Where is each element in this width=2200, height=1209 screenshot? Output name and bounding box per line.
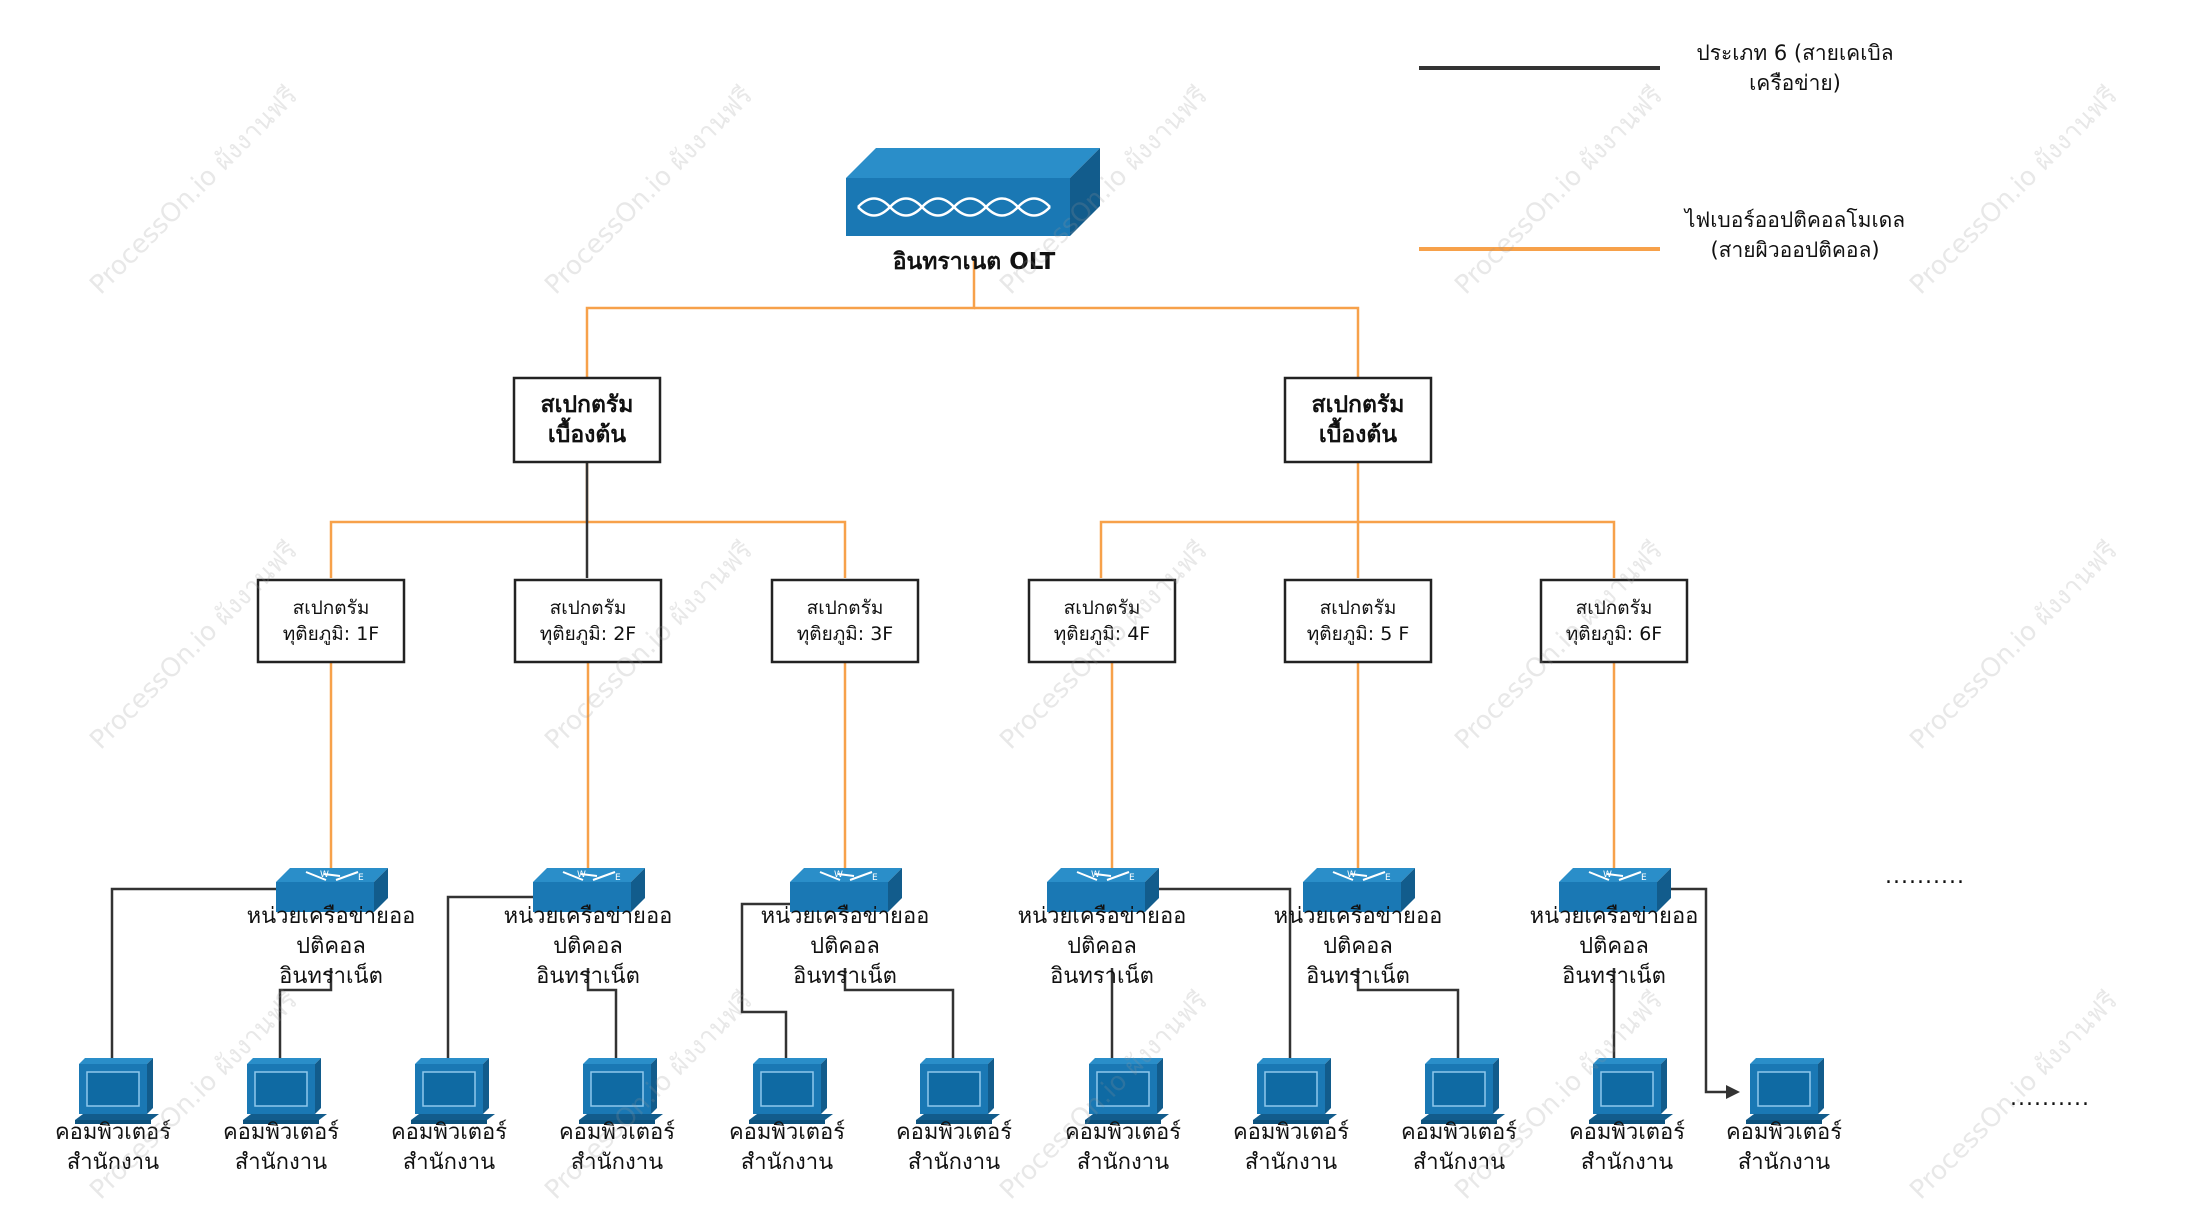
- onu-label-line1: หน่วยเครือข่ายออ: [760, 904, 930, 929]
- onu-label-5: หน่วยเครือข่ายออ ปติคอล อินทราเน็ต: [1248, 902, 1468, 992]
- legend-cable-label: ประเภท 6 (สายเคเบิลเครือข่าย): [1696, 41, 1894, 95]
- computer-label-line2: สำนักงาน: [907, 1150, 1001, 1175]
- onu-label-4: หน่วยเครือข่ายออ ปติคอล อินทราเน็ต: [992, 902, 1212, 992]
- arrow-head: [1726, 1085, 1740, 1099]
- onu-label-line2: ปติคอล: [810, 934, 880, 959]
- onu-label-line3: อินทราเน็ต: [793, 964, 897, 989]
- computer-label-4: คอมพิวเตอร์สำนักงาน: [542, 1118, 692, 1178]
- computer-label-line2: สำนักงาน: [234, 1150, 328, 1175]
- onu-label-line1: หน่วยเครือข่ายออ: [1017, 904, 1187, 929]
- onu-label-6: หน่วยเครือข่ายออ ปติคอล อินทราเน็ต: [1504, 902, 1724, 992]
- computer-label-5: คอมพิวเตอร์สำนักงาน: [712, 1118, 862, 1178]
- computer-label-line2: สำนักงาน: [1412, 1150, 1506, 1175]
- computer-label-1: คอมพิวเตอร์สำนักงาน: [38, 1118, 188, 1178]
- onu-label-line1: หน่วยเครือข่ายออ: [503, 904, 673, 929]
- computer-label-line1: คอมพิวเตอร์: [1232, 1120, 1350, 1145]
- computer-label-line1: คอมพิวเตอร์: [390, 1120, 508, 1145]
- computer-label-line1: คอมพิวเตอร์: [1064, 1120, 1182, 1145]
- computer-label-line1: คอมพิวเตอร์: [895, 1120, 1013, 1145]
- computer-label-line2: สำนักงาน: [740, 1150, 834, 1175]
- computer-label-line1: คอมพิวเตอร์: [1400, 1120, 1518, 1145]
- olt-label: อินทราเนต OLT: [892, 249, 1056, 275]
- computer-label-9: คอมพิวเตอร์สำนักงาน: [1384, 1118, 1534, 1178]
- computer-label-2: คอมพิวเตอร์สำนักงาน: [206, 1118, 356, 1178]
- computer-label-line2: สำนักงาน: [570, 1150, 664, 1175]
- computer-label-8: คอมพิวเตอร์สำนักงาน: [1216, 1118, 1366, 1178]
- onu-label-line3: อินทราเน็ต: [536, 964, 640, 989]
- olt-device: [846, 148, 1100, 236]
- onu-label-line1: หน่วยเครือข่ายออ: [1529, 904, 1699, 929]
- secondary-splitter-boxes: [256, 578, 1689, 664]
- computer-label-7: คอมพิวเตอร์สำนักงาน: [1048, 1118, 1198, 1178]
- onu-label-line2: ปติคอล: [1067, 934, 1137, 959]
- computer-label-line2: สำนักงาน: [1580, 1150, 1674, 1175]
- primary-splitter-box-2: [1283, 376, 1433, 464]
- onu-label-line1: หน่วยเครือข่ายออ: [246, 904, 416, 929]
- onu-label-line2: ปติคอล: [296, 934, 366, 959]
- computer-label-line2: สำนักงาน: [402, 1150, 496, 1175]
- computer-label-6: คอมพิวเตอร์สำนักงาน: [879, 1118, 1029, 1178]
- onu-label-2: หน่วยเครือข่ายออ ปติคอล อินทราเน็ต: [478, 902, 698, 992]
- computer-label-line1: คอมพิวเตอร์: [558, 1120, 676, 1145]
- onu-label-line2: ปติคอล: [1323, 934, 1393, 959]
- primary-splitter-box-1: [512, 376, 662, 464]
- ellipsis-lower: ..........: [2010, 1086, 2090, 1111]
- onu-label-line2: ปติคอล: [1579, 934, 1649, 959]
- computer-label-11: คอมพิวเตอร์สำนักงาน: [1709, 1118, 1859, 1178]
- computer-label-line1: คอมพิวเตอร์: [1725, 1120, 1843, 1145]
- onu-label-line3: อินทราเน็ต: [1050, 964, 1154, 989]
- computer-label-line1: คอมพิวเตอร์: [1568, 1120, 1686, 1145]
- computer-label-line1: คอมพิวเตอร์: [222, 1120, 340, 1145]
- computer-label-3: คอมพิวเตอร์สำนักงาน: [374, 1118, 524, 1178]
- computer-label-10: คอมพิวเตอร์สำนักงาน: [1552, 1118, 1702, 1178]
- computer-label-line2: สำนักงาน: [1244, 1150, 1338, 1175]
- computer-label-line2: สำนักงาน: [66, 1150, 160, 1175]
- onu-label-line3: อินทราเน็ต: [1562, 964, 1666, 989]
- computer-label-line1: คอมพิวเตอร์: [728, 1120, 846, 1145]
- cable-links-bottom: [110, 887, 1728, 1094]
- computer-label-line2: สำนักงาน: [1737, 1150, 1831, 1175]
- onu-label-line3: อินทราเน็ต: [1306, 964, 1410, 989]
- fiber-links-top: [329, 260, 1616, 868]
- ellipsis-upper: ..........: [1885, 864, 1965, 889]
- onu-label-line1: หน่วยเครือข่ายออ: [1273, 904, 1443, 929]
- onu-label-line2: ปติคอล: [553, 934, 623, 959]
- computer-label-line1: คอมพิวเตอร์: [54, 1120, 172, 1145]
- computer-devices: [74, 1057, 1831, 1125]
- onu-label-3: หน่วยเครือข่ายออ ปติคอล อินทราเน็ต: [735, 902, 955, 992]
- legend-fiber-label: ไฟเบอร์ออปติคอลโมเดล (สายผิวออปติคอล): [1684, 208, 1906, 262]
- onu-label-1: หน่วยเครือข่ายออ ปติคอล อินทราเน็ต: [221, 902, 441, 992]
- onu-label-line3: อินทราเน็ต: [279, 964, 383, 989]
- computer-label-line2: สำนักงาน: [1076, 1150, 1170, 1175]
